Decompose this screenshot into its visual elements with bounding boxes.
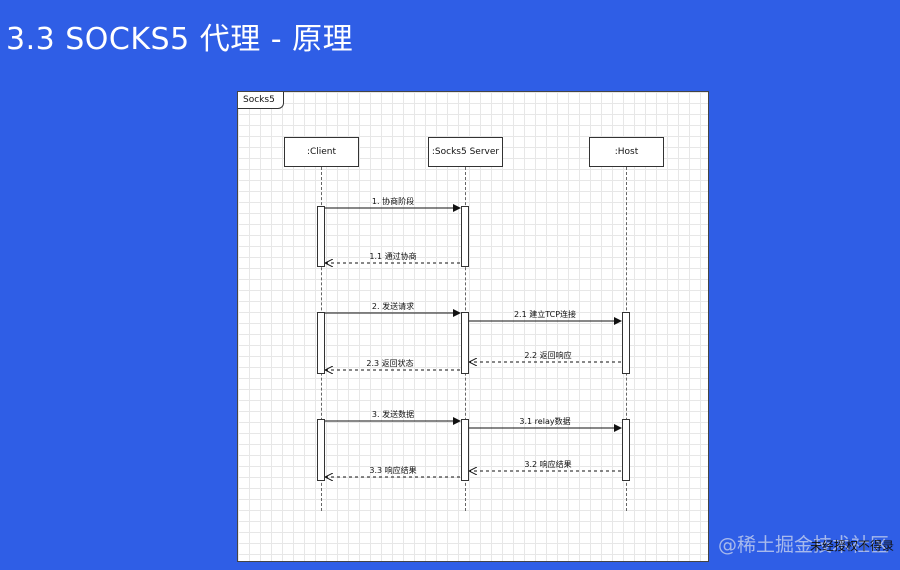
participant-client: :Client (284, 137, 359, 167)
message-label: 1. 协商阶段 (371, 197, 415, 206)
watermark-overlay: 未经授权不得录 (810, 539, 895, 553)
frame-label: Socks5 (238, 92, 284, 109)
watermark: @稀土掘金技术社区 (718, 534, 890, 556)
activation-server-3 (461, 419, 469, 481)
activation-server-2 (461, 312, 469, 374)
message-label: 3.2 响应结果 (524, 460, 572, 469)
message-label: 2.2 返回响应 (524, 351, 572, 360)
participant-host: :Host (589, 137, 664, 167)
message-label: 1.1 通过协商 (369, 252, 417, 261)
activation-host-2 (622, 312, 630, 374)
message-label: 3.1 relay数据 (519, 417, 571, 426)
activation-client-3 (317, 419, 325, 481)
message-label: 2. 发送请求 (371, 302, 415, 311)
activation-client-2 (317, 312, 325, 374)
message-arrows (325, 204, 622, 561)
message-label: 2.3 返回状态 (366, 359, 414, 368)
activation-client-1 (317, 206, 325, 267)
slide-title: 3.3 SOCKS5 代理 - 原理 (6, 22, 354, 57)
activation-server-1 (461, 206, 469, 267)
message-label: 3. 发送数据 (371, 410, 415, 419)
sequence-diagram-panel: Socks5 :Client :Socks5 Server :Host (237, 91, 709, 562)
message-label: 3.3 响应结果 (369, 466, 417, 475)
message-label: 2.1 建立TCP连接 (513, 310, 577, 319)
participant-socks5-server: :Socks5 Server (428, 137, 503, 167)
activation-host-3 (622, 419, 630, 481)
